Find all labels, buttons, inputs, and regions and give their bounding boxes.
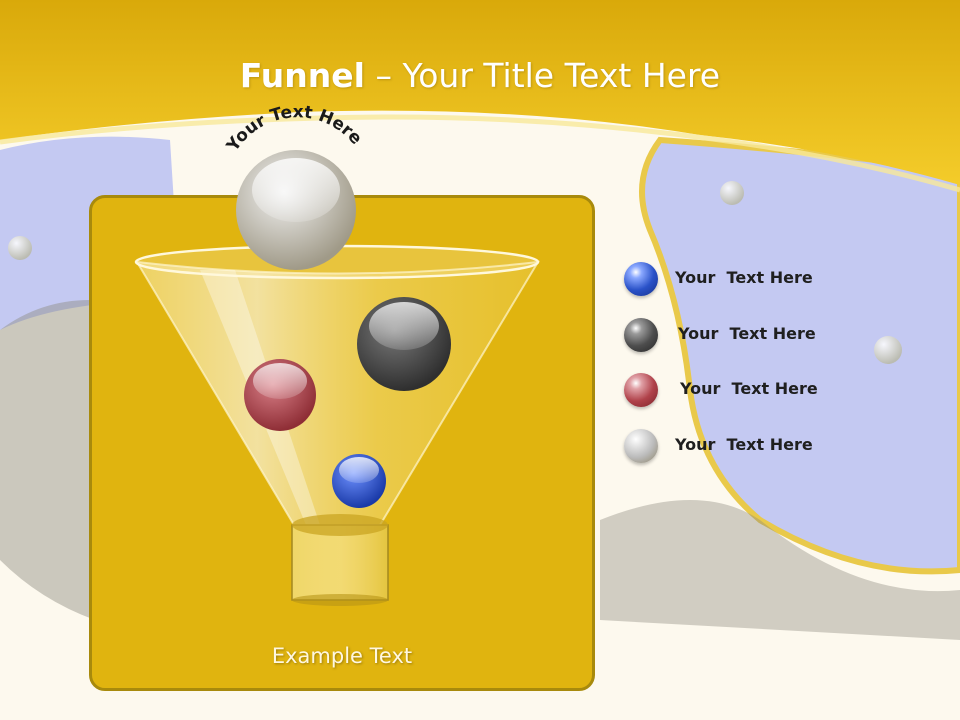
legend-label: Your Text Here [675,268,813,287]
cylinder-top [292,514,388,536]
silver-ball [236,150,356,270]
droplet [8,236,32,260]
header-highlight [0,114,960,193]
title-bold: Funnel [239,56,365,95]
legend-item-blue: Your Text Here [620,260,860,300]
red-ball-icon [624,373,658,407]
strap-left [0,300,95,620]
strap-right [600,500,960,640]
slide-title: Funnel – Your Title Text Here [0,52,960,100]
funnel-cylinder [291,524,389,601]
droplet [874,336,902,364]
cylinder-bottom [292,594,388,606]
dark-ball [357,297,451,391]
red-ball [244,359,316,431]
arc-text: Your Text Here [222,102,365,156]
dark-ball-icon [624,318,658,352]
example-text: Example Text [271,644,413,668]
blue-ball-icon [624,262,658,296]
legend-label: Your Text Here [678,324,816,343]
legend-item-silver: Your Text Here [620,427,860,467]
legend-label: Your Text Here [675,435,813,454]
blue-ball [332,454,386,508]
header-band [0,0,960,185]
arc-text-path: Your Text Here [222,102,365,156]
droplet [720,181,744,205]
legend-label: Your Text Here [680,379,818,398]
legend-item-dark: Your Text Here [620,316,860,356]
silver-ball-icon [624,429,658,463]
legend-item-red: Your Text Here [620,371,860,411]
title-rest: – Your Title Text Here [364,56,721,95]
